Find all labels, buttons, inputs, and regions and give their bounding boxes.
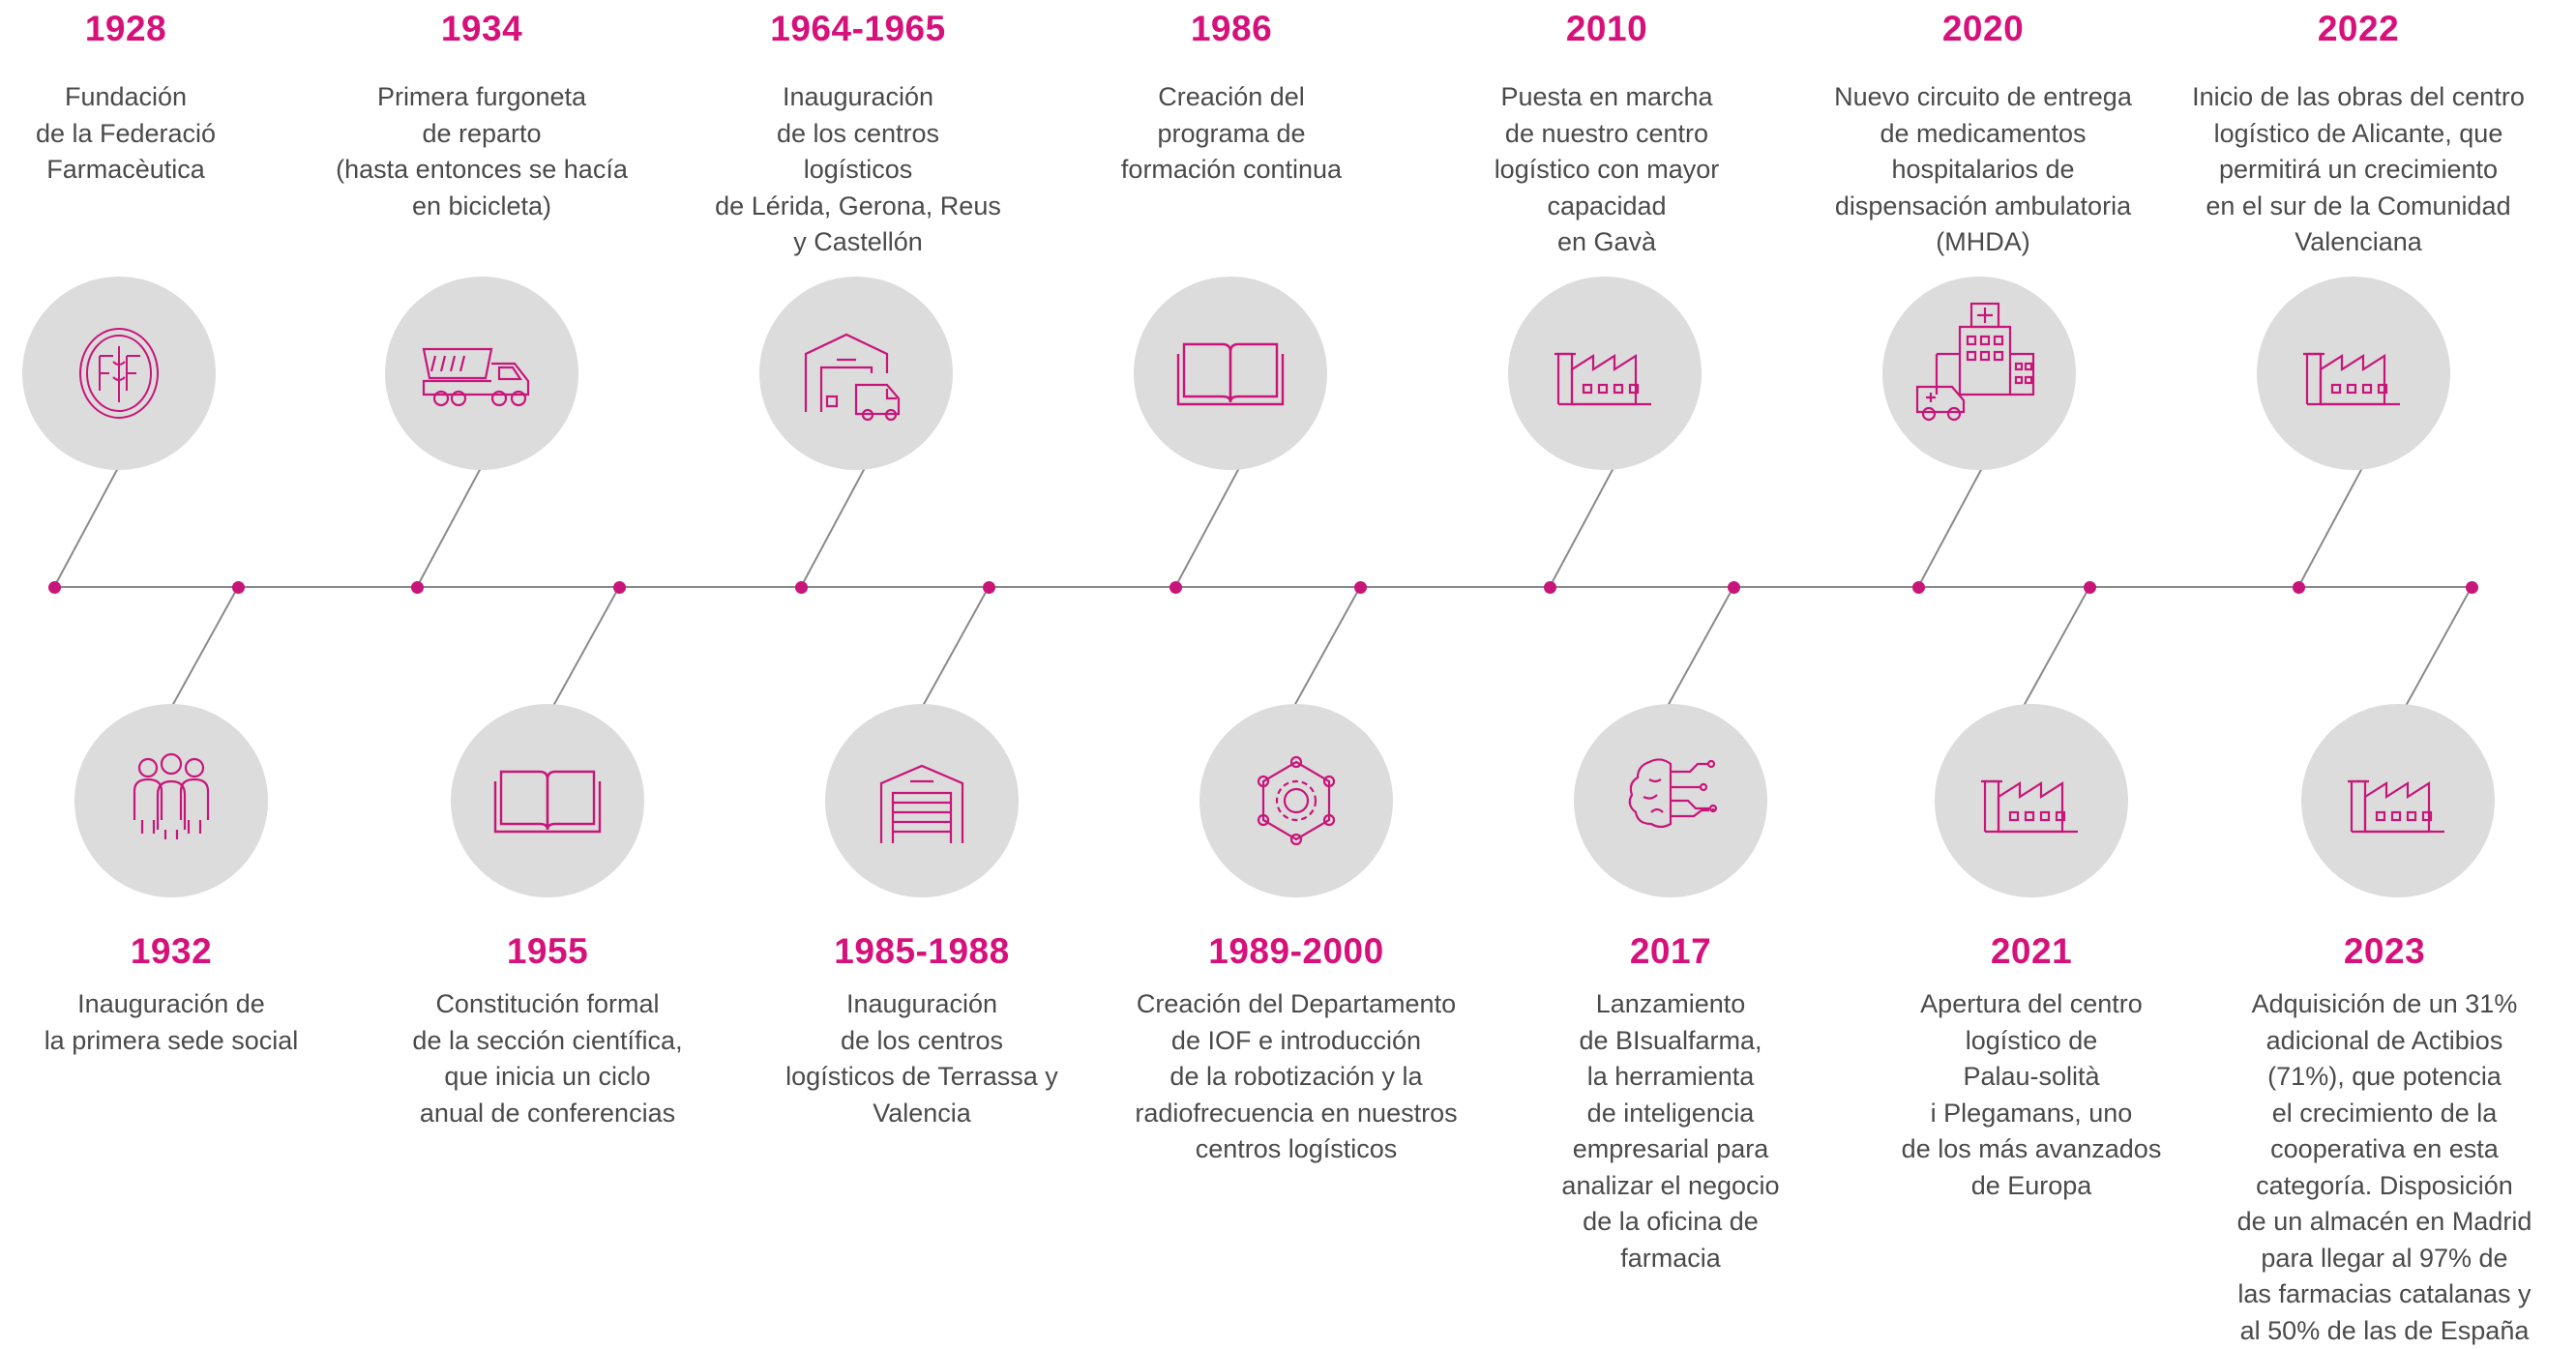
icon-circle — [1574, 704, 1767, 897]
event-description: Creación del Departamento de IOF e intro… — [1135, 989, 1458, 1163]
icon-circle — [22, 277, 216, 470]
timeline-dot — [1170, 581, 1182, 594]
icon-circle — [1508, 277, 1702, 470]
event-2021: 2021 Apertura del centro logístico de Pa… — [1843, 930, 2220, 1204]
event-year: 1986 — [1190, 9, 1273, 48]
event-description: Inauguración de la primera sede social — [44, 989, 299, 1055]
factory-icon — [2348, 779, 2444, 834]
timeline-dot — [2293, 581, 2305, 594]
timeline-dot — [1912, 581, 1925, 594]
factory-icon — [1554, 352, 1651, 406]
event-year: 1928 — [84, 9, 167, 48]
event-year: 2010 — [1565, 9, 1648, 48]
icon-circle — [385, 277, 578, 470]
brain-circuit-icon — [1628, 758, 1718, 829]
event-year: 2020 — [1941, 9, 2025, 48]
event-description: Inauguración de los centros logísticos d… — [715, 82, 1001, 256]
timeline-dot — [48, 581, 61, 594]
event-1986: 1986 Creación del programa de formación … — [1043, 8, 1420, 189]
event-description: Puesta en marcha de nuestro centro logís… — [1494, 82, 1720, 256]
hospital-ambulance-icon — [1915, 302, 2035, 422]
event-year: 1955 — [506, 931, 589, 971]
event-year: 2023 — [2343, 931, 2426, 971]
icon-circle — [74, 704, 268, 897]
icon-circle — [2301, 704, 2495, 897]
event-description: Apertura del centro logístico de Palau-s… — [1901, 989, 2162, 1200]
event-2022: 2022 Inicio de las obras del centro logí… — [2170, 8, 2547, 261]
event-description: Inauguración de los centros logísticos d… — [785, 989, 1058, 1128]
event-1989-2000: 1989-2000 Creación del Departamento de I… — [1108, 930, 1485, 1168]
event-1928: 1928 Fundación de la Federació Farmacèut… — [0, 8, 314, 189]
timeline-dot — [232, 581, 245, 594]
people-group-icon — [133, 752, 210, 839]
event-year: 1964-1965 — [770, 9, 946, 48]
timeline-dot — [983, 581, 995, 594]
open-book-icon — [493, 770, 602, 834]
timeline-dot — [1544, 581, 1556, 594]
event-year: 2017 — [1629, 931, 1712, 971]
truck-icon — [422, 347, 530, 407]
timeline-dot — [613, 581, 626, 594]
event-1934: 1934 Primera furgoneta de reparto (hasta… — [293, 8, 670, 224]
event-2010: 2010 Puesta en marcha de nuestro centro … — [1418, 8, 1795, 261]
event-description: Adquisición de un 31% adicional de Actib… — [2236, 989, 2532, 1345]
open-book-icon — [1176, 342, 1285, 406]
icon-circle — [1882, 277, 2076, 470]
timeline-dot — [2084, 581, 2096, 594]
event-description: Fundación de la Federació Farmacèutica — [35, 82, 217, 184]
timeline-dot — [1728, 581, 1740, 594]
timeline-dot — [1354, 581, 1367, 594]
event-year: 1985-1988 — [834, 931, 1010, 971]
icon-circle — [759, 277, 953, 470]
icon-circle — [1935, 704, 2128, 897]
event-2017: 2017 Lanzamiento de BIsualfarma, la herr… — [1482, 930, 1859, 1276]
event-year: 2022 — [2317, 9, 2400, 48]
timeline-dot — [411, 581, 424, 594]
event-description: Inicio de las obras del centro logístico… — [2192, 82, 2525, 256]
event-year: 2021 — [1990, 931, 2073, 971]
event-description: Primera furgoneta de reparto (hasta ento… — [336, 82, 628, 220]
event-2023: 2023 Adquisición de un 31% adicional de … — [2196, 930, 2573, 1349]
event-description: Lanzamiento de BIsualfarma, la herramien… — [1561, 989, 1780, 1273]
network-gear-icon — [1257, 755, 1336, 846]
icon-circle — [2257, 277, 2450, 470]
seal-logo-icon — [79, 328, 159, 419]
garage-warehouse-icon — [879, 764, 964, 843]
event-1932: 1932 Inauguración de la primera sede soc… — [0, 930, 360, 1059]
event-year: 1989-2000 — [1208, 931, 1384, 971]
timeline-dot — [2466, 581, 2478, 594]
warehouse-van-icon — [804, 333, 901, 422]
icon-circle — [1199, 704, 1393, 897]
event-description: Creación del programa de formación conti… — [1120, 82, 1343, 184]
event-description: Constitución formal de la sección cientí… — [412, 989, 683, 1128]
icon-circle — [451, 704, 644, 897]
factory-icon — [2303, 352, 2400, 406]
event-2020: 2020 Nuevo circuito de entrega de medica… — [1794, 8, 2172, 261]
timeline-dot — [795, 581, 808, 594]
event-1964-1965: 1964-1965 Inauguración de los centros lo… — [669, 8, 1047, 261]
event-year: 1932 — [130, 931, 213, 971]
event-1955: 1955 Constitución formal de la sección c… — [359, 930, 736, 1131]
event-1985-1988: 1985-1988 Inauguración de los centros lo… — [733, 930, 1110, 1131]
icon-circle — [825, 704, 1019, 897]
factory-icon — [1981, 779, 2078, 834]
event-year: 1934 — [440, 9, 523, 48]
icon-circle — [1134, 277, 1327, 470]
event-description: Nuevo circuito de entrega de medicamento… — [1834, 82, 2132, 256]
